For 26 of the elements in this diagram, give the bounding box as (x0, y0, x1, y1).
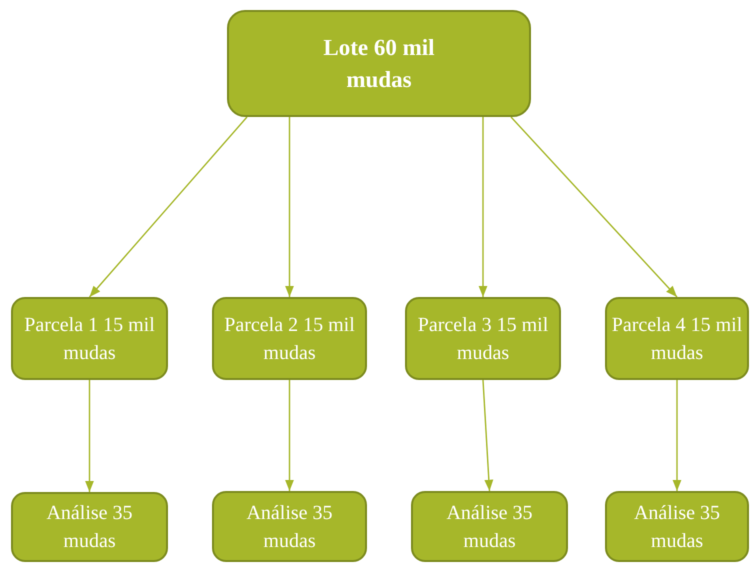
arrow (88, 116, 248, 298)
process-box (212, 297, 367, 380)
box-label: Lote 60 mil mudas (322, 34, 436, 94)
process-box (227, 10, 531, 117)
box-label: Análise 35 mudas (445, 500, 534, 554)
arrow (478, 117, 488, 297)
process-box (405, 297, 561, 380)
process-box (605, 491, 749, 562)
process-box (212, 491, 367, 562)
process-box (605, 297, 749, 380)
arrow (510, 116, 678, 298)
arrow (672, 380, 682, 491)
arrow (285, 117, 294, 297)
box-label: Parcela 3 15 mil mudas (416, 312, 550, 366)
process-box (11, 492, 168, 562)
box-label: Parcela 2 15 mil mudas (223, 312, 356, 366)
arrow (482, 380, 494, 492)
arrow (85, 380, 94, 492)
box-label: Análise 35 mudas (45, 501, 134, 554)
process-box (11, 297, 168, 380)
box-label: Parcela 4 15 mil mudas (610, 312, 744, 366)
arrow (285, 380, 294, 491)
box-label: Análise 35 mudas (245, 500, 334, 554)
box-label: Parcela 1 15 mil mudas (23, 312, 156, 366)
process-box (411, 491, 568, 562)
box-label: Análise 35 mudas (632, 500, 722, 554)
